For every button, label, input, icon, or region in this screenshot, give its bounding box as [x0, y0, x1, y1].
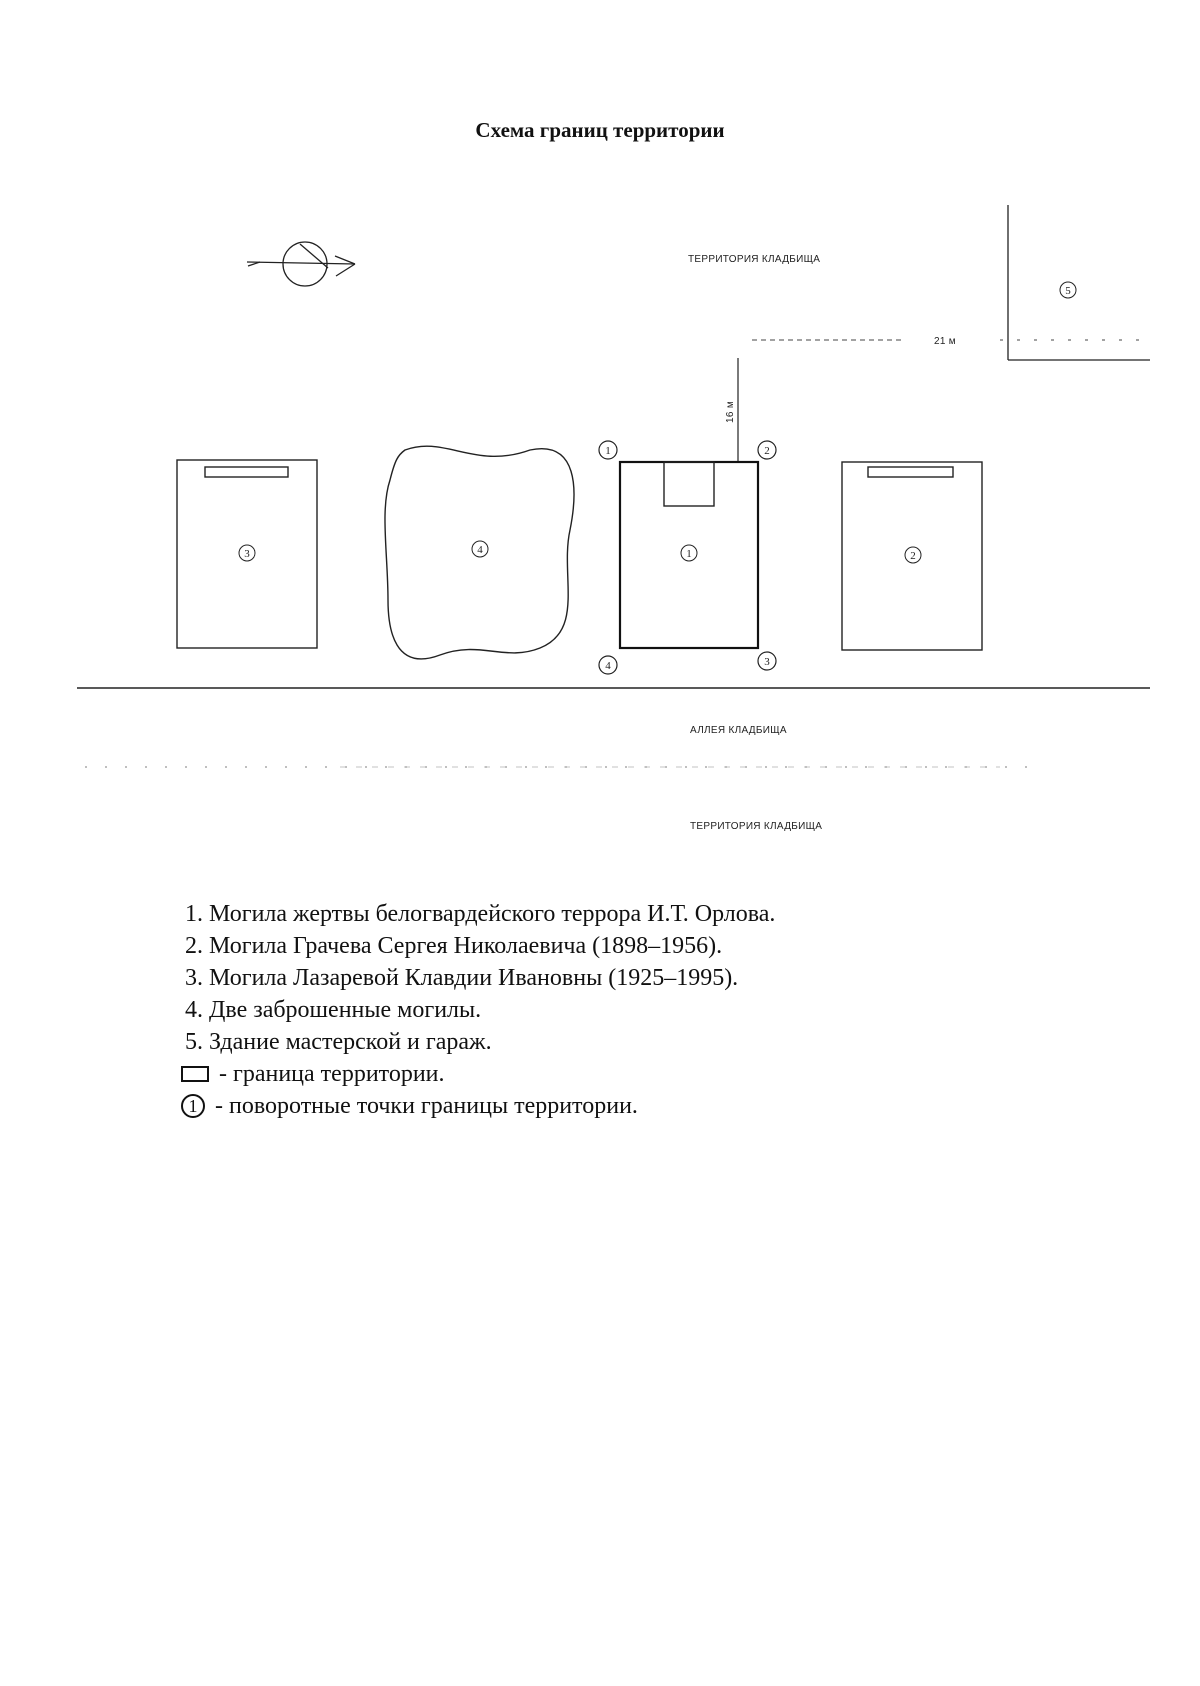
turning-point-2-number: 2	[764, 445, 770, 457]
legend-boundary-row: - граница территории.	[181, 1058, 775, 1090]
object-1-marker	[680, 544, 698, 562]
turning-point-2	[757, 440, 777, 460]
page-title: Схема границ территории	[475, 118, 725, 142]
grave-lazareva	[176, 459, 318, 649]
boundary-symbol-icon	[181, 1066, 209, 1082]
object-4-number: 4	[477, 544, 483, 556]
abandoned-graves	[384, 445, 575, 660]
legend: 1. Могила жертвы белогвардейского террор…	[181, 898, 776, 1122]
object-5-number: 5	[1065, 285, 1071, 297]
object-5-marker	[1059, 281, 1077, 299]
grave-grachev	[841, 461, 983, 651]
legend-item-5: 5. Здание мастерской и гараж.	[185, 1029, 492, 1055]
object-2-number: 2	[910, 550, 916, 562]
turning-point-3	[757, 651, 777, 671]
legend-item-1: 1. Могила жертвы белогвардейского террор…	[185, 901, 776, 927]
turning-point-3-number: 3	[764, 656, 770, 668]
object-3-marker	[238, 544, 256, 562]
territory-label-top: ТЕРРИТОРИЯ КЛАДБИЩА	[688, 254, 820, 265]
workshop-building	[1007, 205, 1150, 361]
turning-point-1-number: 1	[605, 445, 611, 457]
legend-boundary-label: - граница территории.	[219, 1061, 445, 1087]
turning-point-symbol-icon: 1	[181, 1094, 205, 1118]
turning-point-1	[598, 440, 618, 460]
legend-item-2: 2. Могила Грачева Сергея Николаевича (18…	[185, 933, 723, 959]
orlov-monument	[663, 461, 715, 507]
object-4-marker	[471, 540, 489, 558]
turning-point-4	[598, 655, 618, 675]
legend-turning-point-row: 1 - поворотные точки границы территории.	[181, 1090, 775, 1122]
alley-label: АЛЛЕЯ КЛАДБИЩА	[690, 725, 787, 736]
territory-label-bottom: ТЕРРИТОРИЯ КЛАДБИЩА	[690, 821, 822, 832]
territory-plan: ТЕРРИТОРИЯ КЛАДБИЩА 5 21 м 16 м 3 4 1 1 …	[77, 205, 1150, 832]
object-1-number: 1	[686, 548, 692, 560]
legend-item-4: 4. Две заброшенные могилы.	[185, 997, 482, 1023]
distance-label-horizontal: 21 м	[934, 336, 956, 347]
legend-item-3: 3. Могила Лазаревой Клавдии Ивановны (19…	[185, 965, 739, 991]
turning-point-4-number: 4	[605, 660, 611, 672]
compass-icon	[246, 241, 356, 287]
object-2-marker	[904, 546, 922, 564]
object-3-number: 3	[244, 548, 250, 560]
distance-label-vertical: 16 м	[725, 401, 736, 423]
legend-turning-point-label: - поворотные точки границы территории.	[215, 1093, 638, 1119]
